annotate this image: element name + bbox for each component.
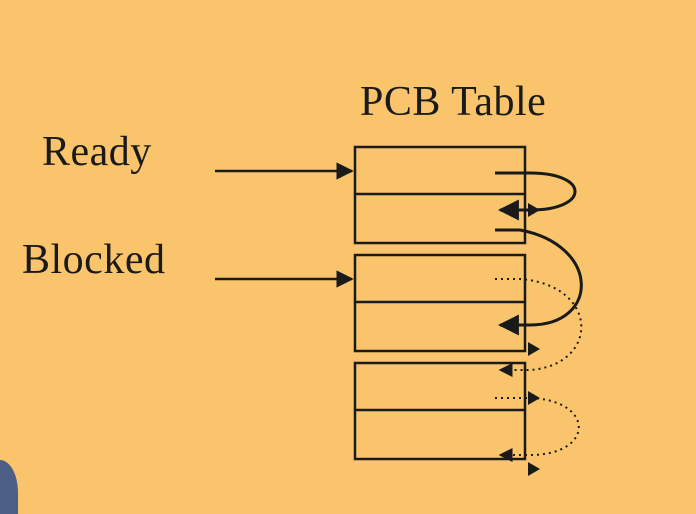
blocked-queue-label: Blocked (22, 237, 166, 283)
blocked-end-arrowhead (528, 462, 540, 476)
ready-list-links (495, 171, 583, 336)
ready-link-2 (495, 228, 583, 336)
blocked-return-arrowhead (528, 342, 540, 356)
ready-queue-label: Ready (42, 129, 152, 175)
blocked-middle-arrowhead (528, 391, 540, 405)
blocked-list-links (495, 278, 583, 462)
pcb-table (353, 145, 527, 461)
blocked-link-1 (495, 278, 583, 377)
ready-return-arrowhead (528, 203, 540, 217)
diagram-title: PCB Table (360, 79, 547, 125)
corner-decoration (0, 460, 18, 514)
blocked-link-2 (495, 397, 580, 462)
link-arrow-markers (528, 203, 540, 476)
ready-link-1 (495, 171, 577, 221)
